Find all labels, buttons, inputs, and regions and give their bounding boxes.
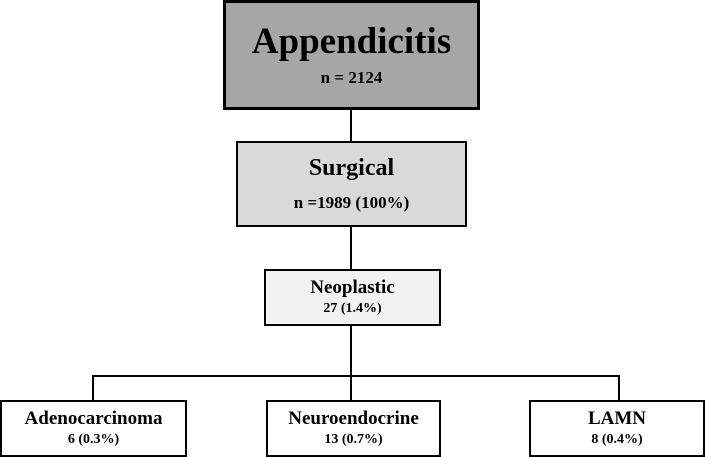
surgical-node: Surgical n =1989 (100%) <box>236 141 467 227</box>
connector-branch-adenocarcinoma <box>92 375 94 400</box>
adenocarcinoma-title: Adenocarcinoma <box>24 407 163 429</box>
appendicitis-title: Appendicitis <box>251 20 452 62</box>
connector-neoplastic-branch <box>350 326 352 375</box>
adenocarcinoma-count: 6 (0.3%) <box>67 432 120 448</box>
adenocarcinoma-node: Adenocarcinoma 6 (0.3%) <box>0 400 187 457</box>
neuroendocrine-count: 13 (0.7%) <box>324 432 383 448</box>
connector-branch-horizontal <box>92 375 620 377</box>
neoplastic-count: 27 (1.4%) <box>323 300 382 316</box>
appendicitis-node: Appendicitis n = 2124 <box>223 0 480 110</box>
connector-surgical-neoplastic <box>350 227 352 269</box>
appendicitis-count: n = 2124 <box>320 68 383 88</box>
surgical-count: n =1989 (100%) <box>293 193 410 213</box>
neoplastic-title: Neoplastic <box>310 277 395 299</box>
connector-branch-neuroendocrine <box>350 375 352 400</box>
lamn-title: LAMN <box>587 407 647 429</box>
neuroendocrine-node: Neuroendocrine 13 (0.7%) <box>266 400 441 457</box>
connector-branch-lamn <box>618 375 620 400</box>
connector-root-surgical <box>350 110 352 141</box>
neuroendocrine-title: Neuroendocrine <box>288 407 419 429</box>
lamn-node: LAMN 8 (0.4%) <box>529 400 705 457</box>
lamn-count: 8 (0.4%) <box>591 432 643 448</box>
neoplastic-node: Neoplastic 27 (1.4%) <box>264 269 441 326</box>
surgical-title: Surgical <box>308 154 395 181</box>
